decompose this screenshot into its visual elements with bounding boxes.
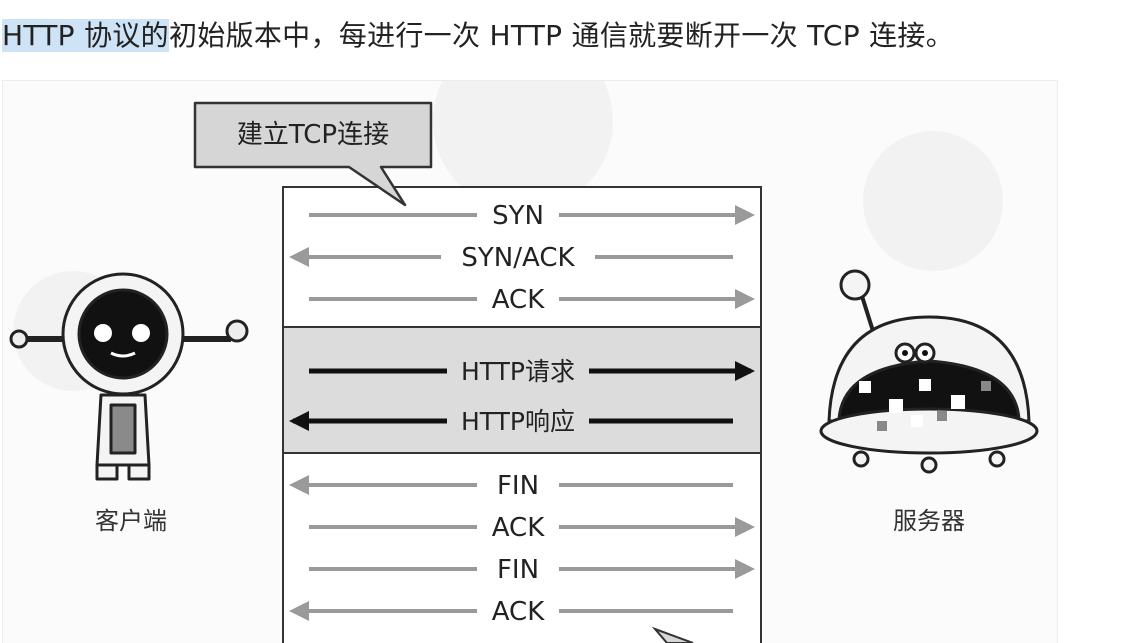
caption-text: HTTP 协议的初始版本中，每进行一次 HTTP 通信就要断开一次 TCP 连接… [2,14,954,54]
message-handshake-0: SYN [309,201,755,231]
caption-rest: 初始版本中，每进行一次 HTTP 通信就要断开一次 TCP 连接。 [168,19,955,52]
message-arrows: SYN SYN/ACK ACK HTTP请求 HTTP响应 FIN ACK FIN ACK [289,201,755,627]
message-teardown-1: ACK [309,513,755,543]
message-label: FIN [497,555,539,585]
tcp-connection-diagram: 建立TCP连接 SYN SYN/ACK ACK HTTP请求 HTTP响应 FIN ACK F… [2,80,1058,643]
server-label: 服务器 [893,507,965,535]
message-teardown-2: FIN [309,555,755,585]
client-robot-icon [9,272,249,481]
message-label: ACK [492,285,545,315]
message-teardown-3: ACK [289,597,733,627]
message-http_exchange-0: HTTP请求 [309,357,755,386]
diagram-canvas: 建立TCP连接 SYN SYN/ACK ACK HTTP请求 HTTP响应 FIN ACK F… [9,81,1039,643]
client-label: 客户端 [95,507,167,535]
message-label: FIN [497,471,539,501]
tcp-callout: 建立TCP连接 [193,101,433,207]
message-label: ACK [492,513,545,543]
message-label: HTTP请求 [461,357,575,386]
message-label: SYN/ACK [461,243,575,273]
server-robot-icon [819,269,1039,474]
message-handshake-2: ACK [309,285,755,315]
callout-label: 建立TCP连接 [237,120,389,150]
caption-highlight: HTTP 协议的 [2,19,169,52]
message-label: ACK [492,597,545,627]
message-label: HTTP响应 [461,407,575,436]
message-http_exchange-1: HTTP响应 [289,407,733,436]
message-label: SYN [492,201,544,231]
http-band [284,327,760,453]
message-teardown-0: FIN [289,471,733,501]
message-handshake-1: SYN/ACK [289,243,733,273]
bottom-callout-tip [651,626,694,643]
